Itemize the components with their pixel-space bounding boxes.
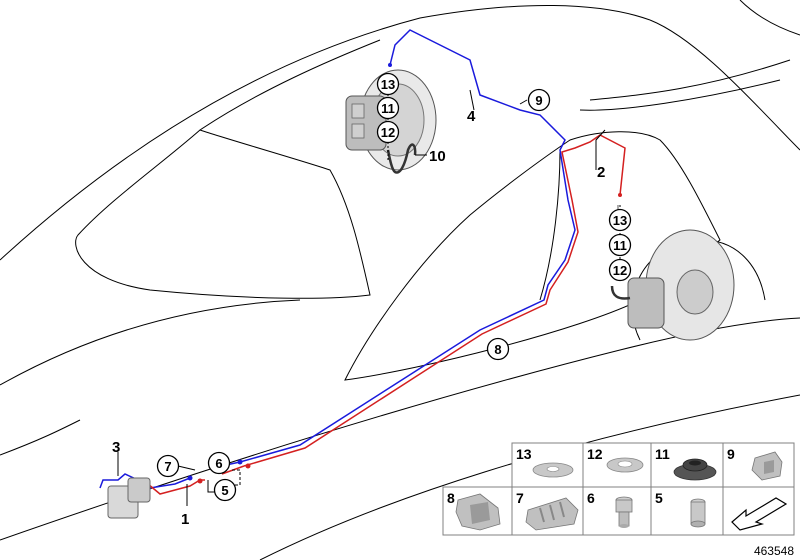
svg-text:5: 5 xyxy=(655,490,663,506)
svg-text:13: 13 xyxy=(516,446,532,462)
rear-caliper xyxy=(627,277,665,329)
callout-3: 3 xyxy=(112,439,120,456)
parts-cell-8: 8 xyxy=(442,486,513,536)
parts-cell-7: 7 xyxy=(511,486,584,536)
callout-circle-rear-11: 11 xyxy=(608,233,632,257)
blue-brake-line xyxy=(239,29,576,463)
circled-callouts: 13 11 12 13 11 12 9 8 xyxy=(156,72,632,502)
parts-cell-arrow xyxy=(722,486,795,536)
svg-text:11: 11 xyxy=(381,101,395,116)
svg-text:11: 11 xyxy=(613,238,627,253)
callout-circle-7: 7 xyxy=(156,454,180,478)
callout-circle-5: 5 xyxy=(213,478,237,502)
callout-1: 1 xyxy=(181,511,189,528)
svg-text:7: 7 xyxy=(164,459,171,474)
fitting-5-icon xyxy=(690,498,706,528)
red-brake-line xyxy=(243,134,626,467)
arrow-icon xyxy=(731,497,788,531)
line-connectors xyxy=(187,63,622,484)
parts-table: 13 12 11 9 8 xyxy=(442,442,795,536)
callout-circle-8: 8 xyxy=(486,337,510,361)
svg-text:8: 8 xyxy=(494,342,501,357)
svg-text:13: 13 xyxy=(613,213,627,228)
parts-cell-13: 13 xyxy=(511,442,584,488)
callout-2: 2 xyxy=(597,164,605,181)
svg-text:6: 6 xyxy=(215,456,222,471)
parts-cell-5: 5 xyxy=(650,486,724,536)
svg-text:12: 12 xyxy=(613,263,627,278)
svg-text:13: 13 xyxy=(381,77,395,92)
callout-circle-front-13: 13 xyxy=(376,72,400,96)
callout-circle-6: 6 xyxy=(207,451,231,475)
callout-circle-rear-12: 12 xyxy=(608,258,632,282)
reference-number: 463548 xyxy=(754,544,794,558)
parts-cell-12: 12 xyxy=(582,442,652,488)
svg-text:8: 8 xyxy=(447,490,455,506)
callout-circle-front-11: 11 xyxy=(376,96,400,120)
svg-text:9: 9 xyxy=(727,446,735,462)
parts-cell-6: 6 xyxy=(582,486,652,536)
svg-text:12: 12 xyxy=(381,125,395,140)
callout-circle-rear-13: 13 xyxy=(608,208,632,232)
callout-4: 4 xyxy=(467,108,476,125)
rear-brake-assembly xyxy=(610,229,735,341)
hydraulic-unit xyxy=(107,477,151,519)
callout-circle-9: 9 xyxy=(527,88,551,112)
parts-cell-11: 11 xyxy=(650,442,724,488)
fitting-6-icon xyxy=(615,496,633,528)
svg-text:5: 5 xyxy=(221,483,228,498)
callout-10: 10 xyxy=(429,148,446,165)
svg-text:12: 12 xyxy=(587,446,603,462)
svg-text:9: 9 xyxy=(535,93,542,108)
callout-numbers: 1 2 3 4 10 xyxy=(112,108,605,528)
callout-circle-front-12: 12 xyxy=(376,120,400,144)
svg-text:6: 6 xyxy=(587,490,595,506)
svg-text:7: 7 xyxy=(516,490,524,506)
svg-text:11: 11 xyxy=(655,446,670,462)
parts-cell-9: 9 xyxy=(722,442,795,488)
